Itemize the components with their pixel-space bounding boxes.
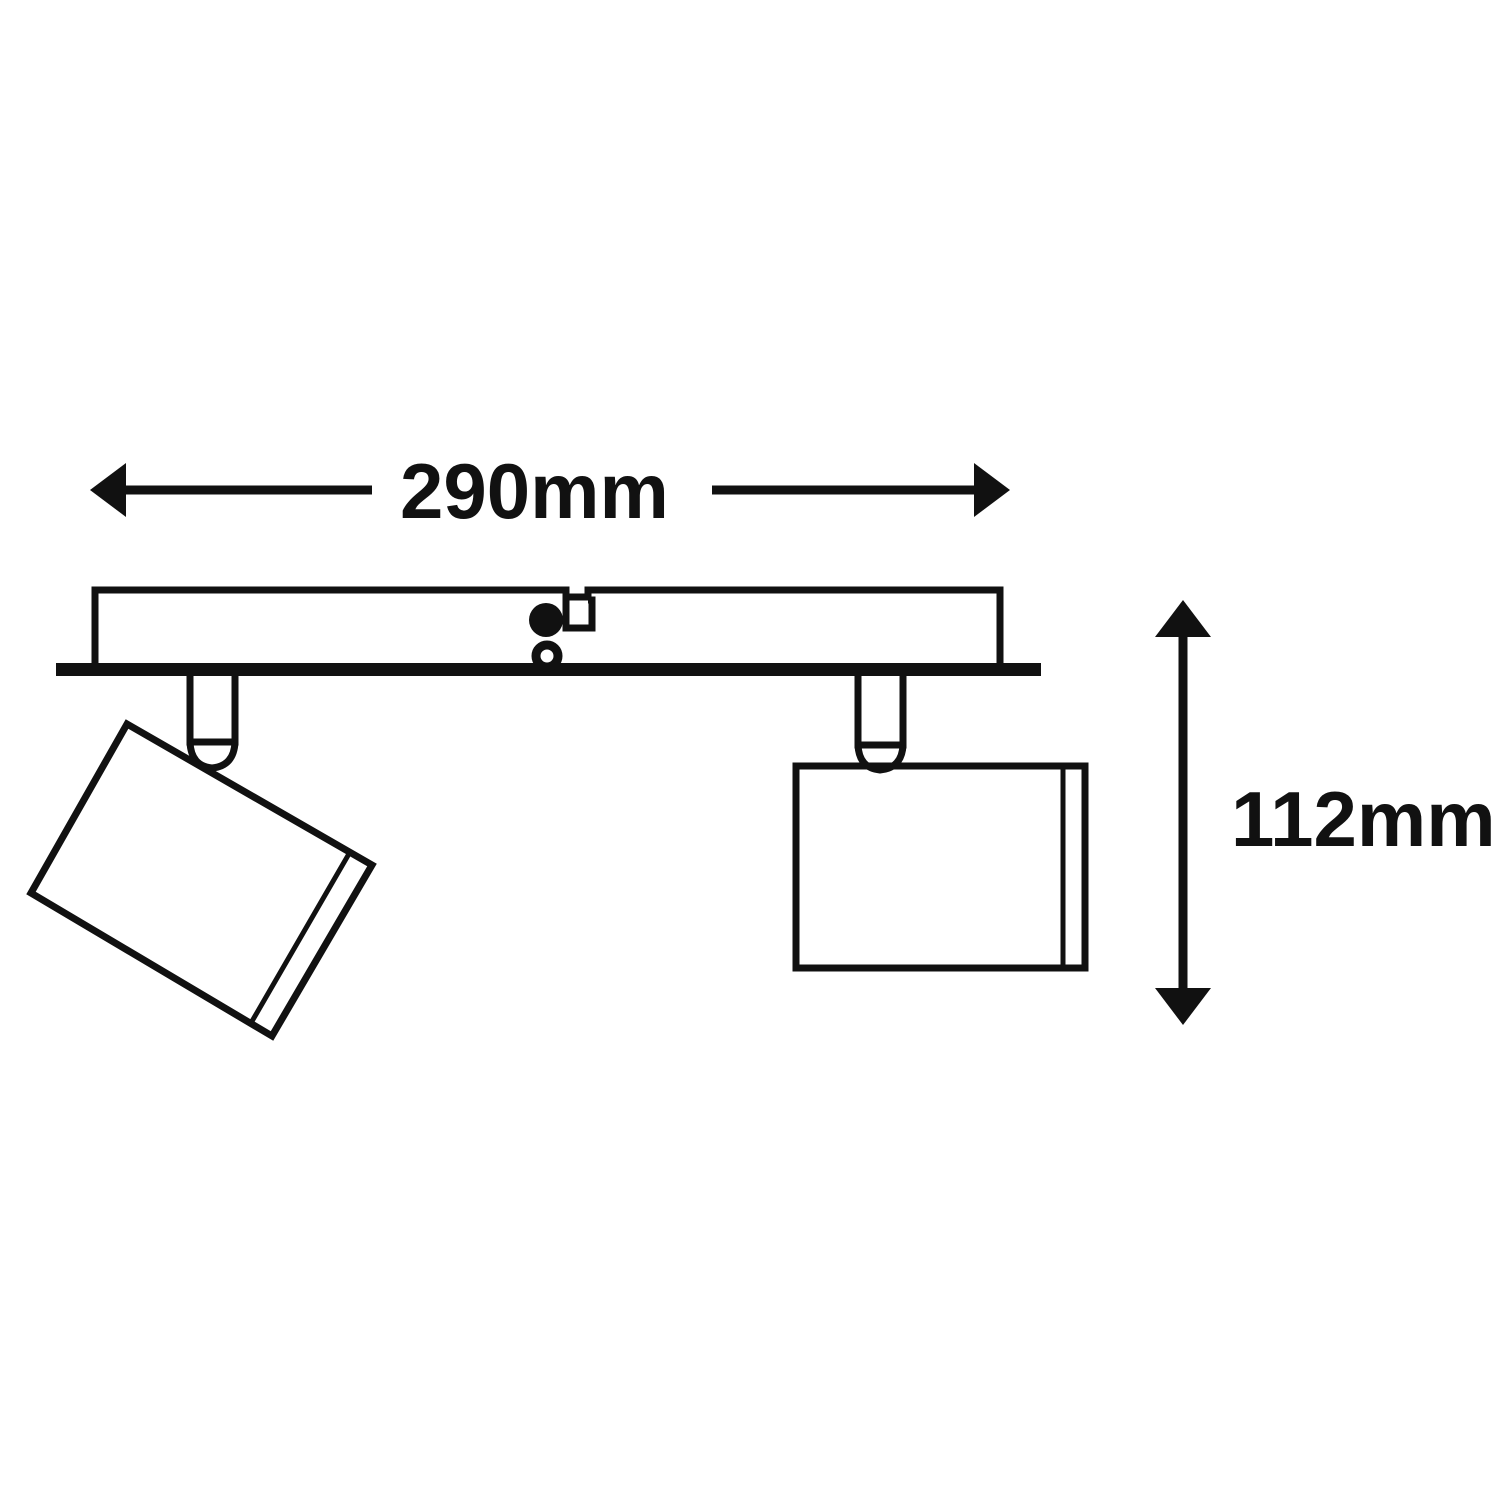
left-spotlight-stem (186, 667, 239, 746)
screw-head-icon (529, 603, 563, 637)
width-dimension-left-arrowhead (90, 463, 126, 517)
right-spotlight-knuckle (854, 744, 907, 774)
left-spotlight-knuckle (186, 741, 239, 772)
right-spotlight-bezel (1060, 763, 1088, 971)
width-dimension-group: 290mm (90, 447, 1010, 535)
cable-hole-icon (531, 640, 563, 672)
height-dimension-top-arrowhead (1155, 600, 1211, 637)
width-dimension-label: 290mm (400, 447, 669, 535)
width-dimension-right-arrowhead (974, 463, 1010, 517)
centre-hardware-group (529, 603, 563, 672)
left-spotlight-group (26, 667, 377, 1041)
height-dimension-group: 112mm (1155, 600, 1496, 1025)
bar-step-notch (562, 590, 596, 632)
right-spotlight-group (792, 667, 1089, 972)
height-dimension-label: 112mm (1231, 775, 1496, 863)
left-spotlight-bezel (247, 848, 376, 1040)
height-dimension-bottom-arrowhead (1155, 988, 1211, 1025)
right-spotlight-stem (854, 667, 907, 749)
